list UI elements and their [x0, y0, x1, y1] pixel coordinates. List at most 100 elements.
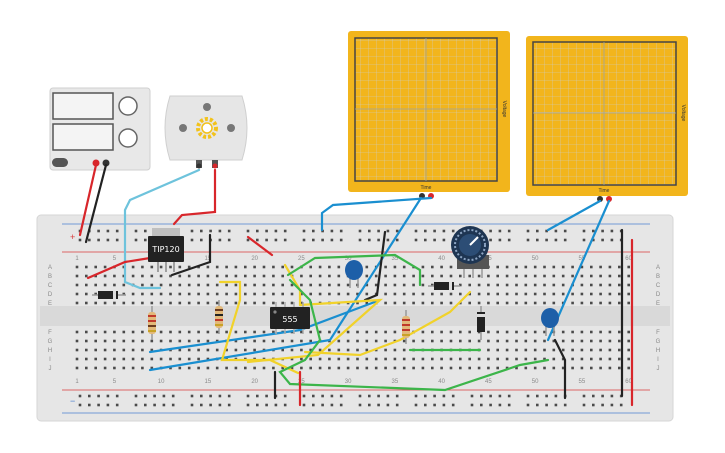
- breadboard-hole[interactable]: [477, 274, 481, 278]
- breadboard-hole[interactable]: [94, 301, 97, 305]
- rail-hole[interactable]: [442, 394, 446, 398]
- breadboard-hole[interactable]: [94, 330, 97, 334]
- rail-hole[interactable]: [144, 229, 147, 233]
- rail-hole[interactable]: [321, 229, 324, 233]
- breadboard-hole[interactable]: [590, 283, 593, 287]
- breadboard-hole[interactable]: [393, 274, 397, 278]
- wire-yellow-center[interactable]: [246, 298, 384, 364]
- breadboard-hole[interactable]: [365, 265, 369, 269]
- wire-black-center[interactable]: [363, 230, 387, 302]
- rail-hole[interactable]: [312, 238, 315, 242]
- rail-hole[interactable]: [610, 229, 614, 233]
- wire-yellow-right[interactable]: [303, 290, 472, 357]
- breadboard-hole[interactable]: [94, 292, 97, 296]
- rail-hole[interactable]: [153, 394, 156, 398]
- breadboard-hole[interactable]: [272, 366, 275, 370]
- breadboard-hole[interactable]: [393, 357, 397, 361]
- breadboard-hole[interactable]: [440, 357, 443, 361]
- breadboard-hole[interactable]: [178, 330, 182, 334]
- breadboard-hole[interactable]: [468, 330, 471, 334]
- breadboard-hole[interactable]: [608, 301, 612, 305]
- breadboard-hole[interactable]: [131, 265, 135, 269]
- breadboard-hole[interactable]: [328, 274, 331, 278]
- breadboard-hole[interactable]: [178, 274, 182, 278]
- breadboard-hole[interactable]: [552, 274, 556, 278]
- rail-hole[interactable]: [200, 229, 203, 233]
- rail-hole[interactable]: [489, 394, 492, 398]
- breadboard-hole[interactable]: [505, 292, 509, 296]
- rail-hole[interactable]: [433, 238, 436, 242]
- breadboard-hole[interactable]: [412, 357, 415, 361]
- breadboard-hole[interactable]: [309, 265, 312, 269]
- capacitor-center[interactable]: [345, 260, 363, 288]
- rail-hole[interactable]: [312, 403, 315, 407]
- diode-right[interactable]: [428, 282, 460, 290]
- breadboard-hole[interactable]: [122, 366, 126, 370]
- breadboard-hole[interactable]: [262, 283, 266, 287]
- breadboard-hole[interactable]: [337, 330, 341, 334]
- breadboard-hole[interactable]: [187, 357, 191, 361]
- breadboard-hole[interactable]: [627, 330, 630, 334]
- breadboard-hole[interactable]: [178, 348, 182, 352]
- rail-hole[interactable]: [162, 403, 166, 407]
- breadboard-hole[interactable]: [178, 339, 182, 343]
- rail-hole[interactable]: [507, 229, 511, 233]
- breadboard-hole[interactable]: [85, 265, 88, 269]
- breadboard-hole[interactable]: [627, 366, 630, 370]
- breadboard-hole[interactable]: [197, 330, 200, 334]
- breadboard-hole[interactable]: [533, 330, 537, 334]
- breadboard-hole[interactable]: [393, 301, 397, 305]
- breadboard-hole[interactable]: [178, 301, 182, 305]
- breadboard-hole[interactable]: [515, 366, 518, 370]
- positive-terminal[interactable]: [92, 159, 100, 167]
- rail-hole[interactable]: [554, 394, 558, 398]
- breadboard-hole[interactable]: [169, 292, 172, 296]
- breadboard-hole[interactable]: [431, 301, 434, 305]
- breadboard-hole[interactable]: [75, 283, 79, 287]
- wire-blue-bottom[interactable]: [148, 298, 382, 354]
- breadboard-hole[interactable]: [234, 330, 238, 334]
- breadboard-hole[interactable]: [421, 357, 425, 361]
- breadboard-hole[interactable]: [496, 301, 499, 305]
- breadboard-hole[interactable]: [505, 330, 509, 334]
- breadboard-hole[interactable]: [290, 265, 294, 269]
- breadboard-hole[interactable]: [234, 265, 238, 269]
- wire-red-short[interactable]: [246, 235, 274, 257]
- timer-ic-555[interactable]: 555: [270, 302, 310, 334]
- breadboard-hole[interactable]: [244, 274, 247, 278]
- breadboard-hole[interactable]: [85, 348, 88, 352]
- breadboard-hole[interactable]: [206, 274, 210, 278]
- rail-hole[interactable]: [582, 238, 586, 242]
- breadboard-hole[interactable]: [234, 348, 238, 352]
- breadboard-hole[interactable]: [169, 301, 172, 305]
- rail-hole[interactable]: [78, 394, 82, 398]
- breadboard-hole[interactable]: [300, 339, 303, 343]
- rail-hole[interactable]: [498, 394, 502, 398]
- breadboard-hole[interactable]: [468, 274, 471, 278]
- rail-hole[interactable]: [582, 394, 586, 398]
- breadboard-hole[interactable]: [393, 292, 397, 296]
- motor-terminal-1[interactable]: [196, 163, 202, 169]
- breadboard[interactable]: + − 115510101515202025253030353540404545…: [36, 214, 674, 422]
- breadboard-hole[interactable]: [412, 292, 415, 296]
- breadboard-hole[interactable]: [94, 283, 97, 287]
- breadboard-hole[interactable]: [487, 330, 490, 334]
- breadboard-hole[interactable]: [309, 283, 312, 287]
- rail-hole[interactable]: [339, 403, 343, 407]
- breadboard-hole[interactable]: [290, 301, 294, 305]
- breadboard-hole[interactable]: [122, 348, 126, 352]
- rail-hole[interactable]: [498, 229, 502, 233]
- breadboard-hole[interactable]: [113, 339, 116, 343]
- breadboard-hole[interactable]: [281, 265, 284, 269]
- breadboard-hole[interactable]: [524, 265, 528, 269]
- breadboard-hole[interactable]: [449, 274, 453, 278]
- breadboard-hole[interactable]: [599, 274, 602, 278]
- breadboard-hole[interactable]: [225, 330, 228, 334]
- breadboard-hole[interactable]: [571, 339, 574, 343]
- breadboard-hole[interactable]: [75, 330, 79, 334]
- rail-hole[interactable]: [377, 403, 380, 407]
- breadboard-hole[interactable]: [402, 366, 406, 370]
- rail-hole[interactable]: [330, 403, 334, 407]
- rail-hole[interactable]: [507, 394, 511, 398]
- breadboard-hole[interactable]: [197, 292, 200, 296]
